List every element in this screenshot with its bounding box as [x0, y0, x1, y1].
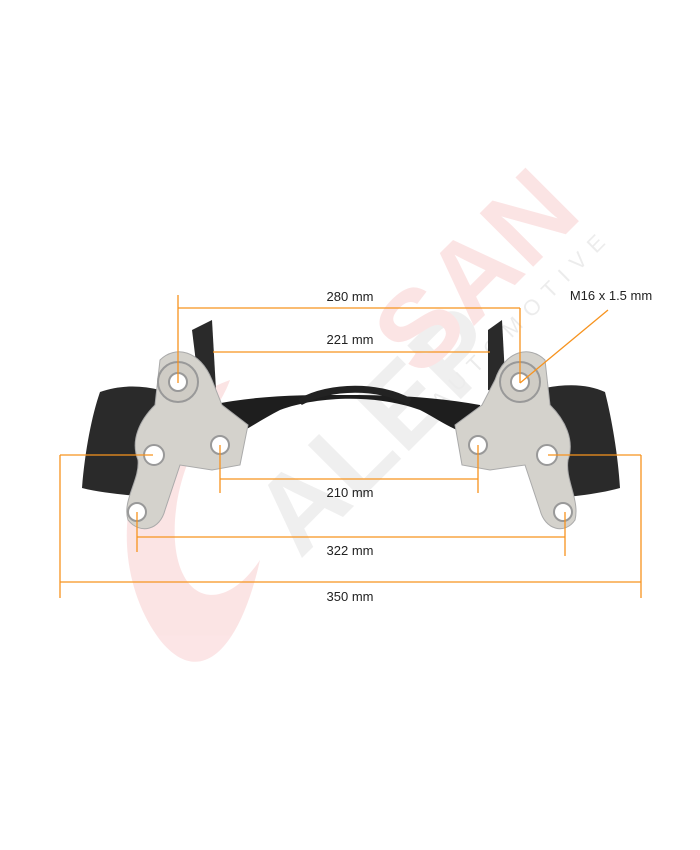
right-plate: [454, 351, 577, 530]
arch: [298, 385, 412, 406]
caliper-carrier: [82, 320, 620, 530]
bridge: [210, 395, 485, 445]
dimension-lines: [59, 295, 642, 598]
dimension-350-label: 350 mm: [326, 589, 374, 604]
dimension-280-label: 280 mm: [326, 289, 374, 304]
dimension-210-label: 210 mm: [326, 485, 374, 500]
thread-size-label: M16 x 1.5 mm: [569, 288, 653, 303]
dimension-221-label: 221 mm: [326, 332, 374, 347]
left-plate: [126, 351, 249, 530]
dimension-322-label: 322 mm: [326, 543, 374, 558]
